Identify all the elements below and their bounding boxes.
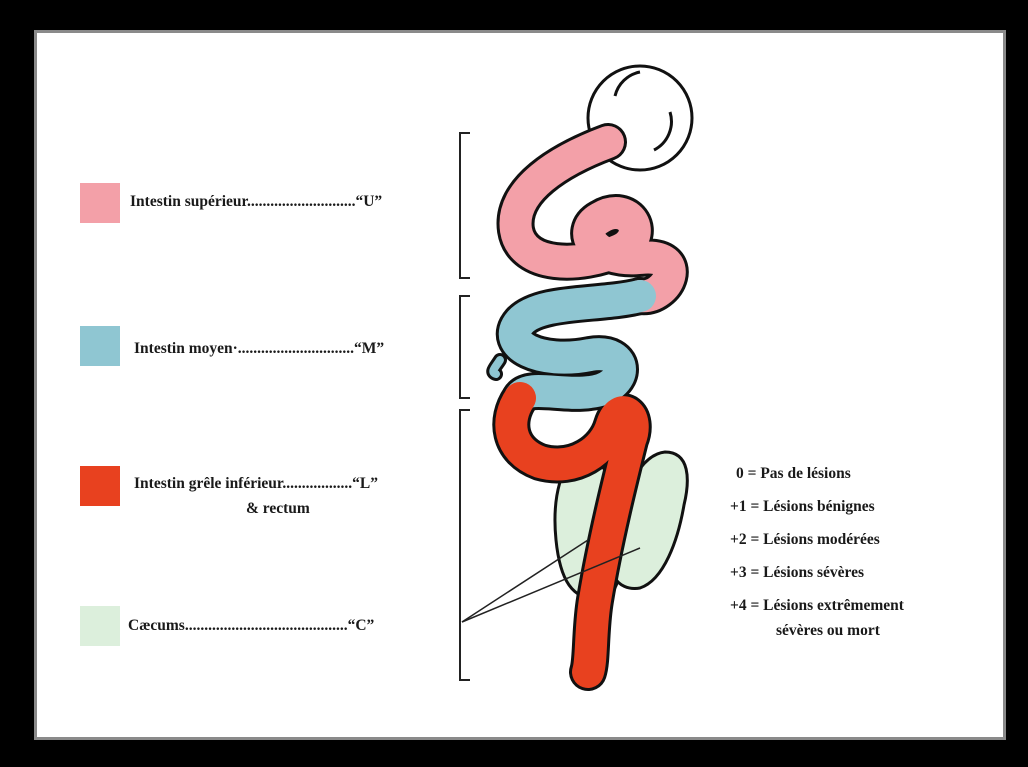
swatch-middle xyxy=(80,326,120,366)
label-middle: Intestin moyen·.........................… xyxy=(134,340,384,358)
swatch-caeca xyxy=(80,606,120,646)
score-3: +3 = Lésions sévères xyxy=(730,564,864,582)
score-4: +4 = Lésions extrêmement xyxy=(730,597,904,615)
score-1: +1 = Lésions bénignes xyxy=(730,498,875,516)
bracket-lower xyxy=(460,410,470,680)
segment-middle xyxy=(515,296,640,398)
label-caeca: Cæcums..................................… xyxy=(128,617,374,635)
label-lower: Intestin grêle inférieur................… xyxy=(134,475,378,493)
swatch-lower xyxy=(80,466,120,506)
label-lower-line2: & rectum xyxy=(246,500,310,518)
swatch-upper xyxy=(80,183,120,223)
score-2: +2 = Lésions modérées xyxy=(730,531,880,549)
bracket-upper xyxy=(460,133,470,278)
bracket-middle xyxy=(460,296,470,398)
label-upper: Intestin supérieur......................… xyxy=(130,193,382,211)
score-0: 0 = Pas de lésions xyxy=(736,465,851,483)
score-4-line2: sévères ou mort xyxy=(776,622,880,640)
